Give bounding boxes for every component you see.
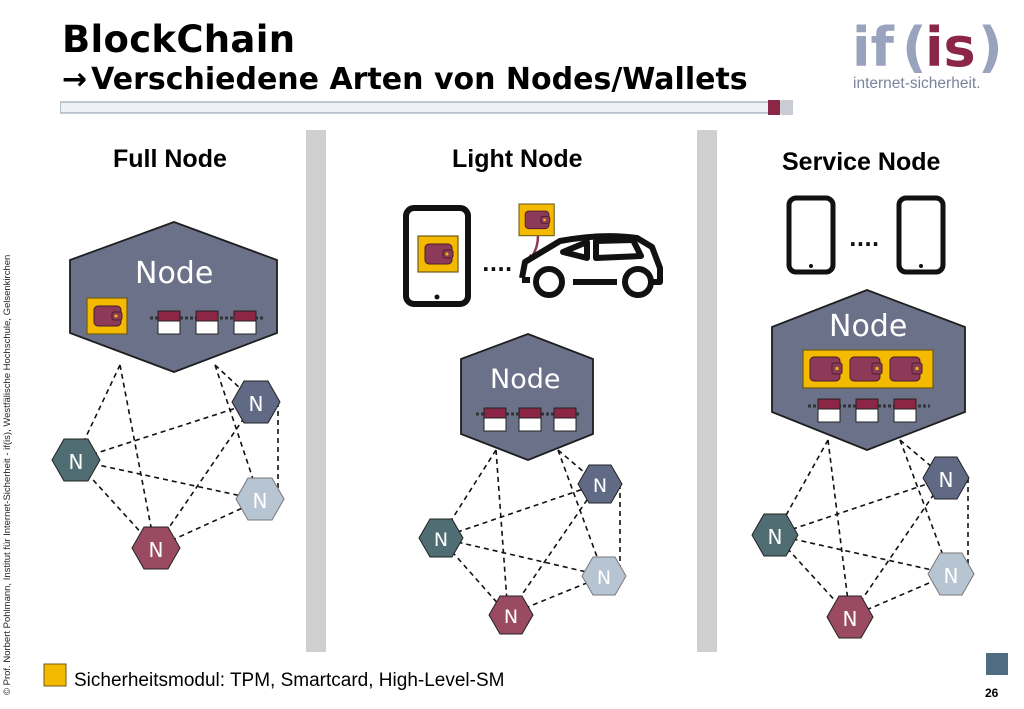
service-peer-light-label: N xyxy=(944,564,959,588)
light-peer-crimson xyxy=(488,595,534,635)
legend-text: Sicherheitsmodul: TPM, Smartcard, High-L… xyxy=(74,670,505,691)
light-ellipsis: .... xyxy=(482,252,512,276)
column-divider-left xyxy=(306,130,326,652)
logo-if: if xyxy=(852,16,895,79)
service-peer-dark-label: N xyxy=(768,525,783,549)
full-peer-light xyxy=(235,477,285,521)
light-peer-dark xyxy=(418,518,464,558)
service-peer-light xyxy=(927,552,975,596)
light-peer-light xyxy=(581,556,627,596)
column-divider-right xyxy=(697,130,717,652)
light-peer-dark-label: N xyxy=(434,529,448,551)
full-peer-crimson-label: N xyxy=(149,538,164,562)
service-peer-crimson-label: N xyxy=(843,607,858,631)
service-phone-icon-left xyxy=(786,195,836,275)
service-node-label: Node xyxy=(829,309,907,344)
light-peer-crimson-label: N xyxy=(504,606,518,628)
subtitle-arrow: → xyxy=(62,62,88,97)
car-icon xyxy=(519,233,663,298)
service-peer-slate xyxy=(922,456,970,500)
full-peer-dark-label: N xyxy=(69,450,84,474)
service-wallet-icon-2 xyxy=(849,356,883,382)
service-phone-icon-right xyxy=(896,195,946,275)
logo-is: is xyxy=(925,16,976,79)
full-peer-light-label: N xyxy=(253,489,268,513)
logo-tagline: internet-sicherheit. xyxy=(853,75,981,92)
service-node-blockchain-icon xyxy=(808,398,930,423)
light-node-label: Node xyxy=(490,364,560,395)
slide-corner-marker xyxy=(986,653,1008,675)
service-peer-crimson xyxy=(826,595,874,639)
full-peer-dark xyxy=(51,438,101,482)
ifis-logo: if ( is ) internet-sicherheit. xyxy=(852,16,1003,92)
title-underline xyxy=(60,100,793,115)
full-node-blockchain-icon xyxy=(150,310,263,335)
full-node-wallet-icon xyxy=(86,297,128,335)
service-peer-slate-label: N xyxy=(939,468,954,492)
logo-paren-open: ( xyxy=(902,16,927,79)
subtitle-text: Verschiedene Arten von Nodes/Wallets xyxy=(91,62,748,97)
service-wallet-icon-1 xyxy=(809,356,843,382)
light-node-hexagon xyxy=(460,333,594,461)
car-wallet-icon xyxy=(518,203,555,237)
full-node-title: Full Node xyxy=(113,145,227,173)
page-number: 26 xyxy=(985,686,999,700)
service-wallet-icon-3 xyxy=(889,356,923,382)
light-node-blockchain-icon xyxy=(476,407,580,432)
legend-swatch xyxy=(43,663,67,687)
phone-wallet-icon xyxy=(417,235,459,273)
logo-paren-close: ) xyxy=(978,16,1003,79)
full-peer-slate-label: N xyxy=(249,392,264,416)
service-node-title: Service Node xyxy=(782,148,941,176)
service-peer-dark xyxy=(751,513,799,557)
full-node-hexagon xyxy=(69,221,278,373)
light-peer-light-label: N xyxy=(597,567,611,589)
full-peer-crimson xyxy=(131,526,181,570)
service-ellipsis: .... xyxy=(849,227,879,251)
page-title: BlockChain xyxy=(62,18,296,61)
light-peer-slate-label: N xyxy=(593,475,607,497)
light-peer-slate xyxy=(577,464,623,504)
full-peer-slate xyxy=(231,380,281,424)
page-subtitle: →Verschiedene Arten von Nodes/Wallets xyxy=(62,62,748,97)
light-node-title: Light Node xyxy=(452,145,583,173)
full-node-label: Node xyxy=(135,256,213,291)
